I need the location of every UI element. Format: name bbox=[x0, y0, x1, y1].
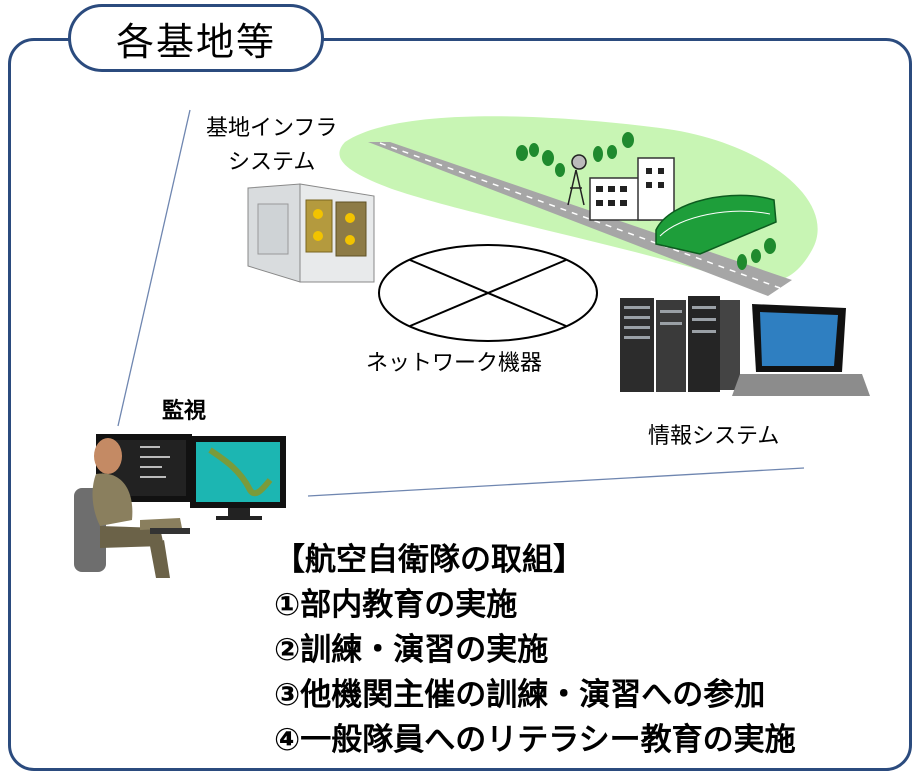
laptop-icon bbox=[732, 304, 870, 396]
network-device-icon bbox=[378, 244, 598, 342]
initiatives-heading: 【航空自衛隊の取組】 bbox=[274, 542, 584, 578]
building-icon bbox=[589, 157, 675, 221]
server-rack-icon bbox=[620, 296, 740, 392]
infrastructure-cabinet-icon bbox=[247, 183, 375, 283]
initiative-item: ①部内教育の実施 bbox=[274, 587, 518, 623]
hangar-icon bbox=[655, 194, 777, 255]
initiatives-block: 【航空自衛隊の取組】 ①部内教育の実施 ②訓練・演習の実施 ③他機関主催の訓練・… bbox=[274, 538, 796, 763]
page-title: 各基地等 bbox=[115, 19, 276, 64]
perspective-line-bottom bbox=[307, 467, 805, 497]
radar-tower-icon bbox=[567, 154, 587, 206]
tree-icons bbox=[516, 132, 776, 270]
info-system-label: 情報システム bbox=[648, 424, 780, 449]
infra-system-label: 基地インフラ システム bbox=[206, 112, 337, 180]
title-pill: 各基地等 bbox=[68, 4, 324, 72]
runway bbox=[368, 142, 792, 296]
infra-label-line2: システム bbox=[228, 150, 316, 175]
operator-icon bbox=[74, 438, 190, 578]
initiative-item: ②訓練・演習の実施 bbox=[274, 632, 549, 668]
perspective-line-left bbox=[117, 109, 191, 427]
initiative-item: ④一般隊員へのリテラシー教育の実施 bbox=[274, 722, 796, 758]
monitoring-label: 監視 bbox=[162, 399, 207, 424]
initiative-item: ③他機関主催の訓練・演習への参加 bbox=[274, 677, 766, 713]
network-device-label: ネットワーク機器 bbox=[366, 351, 543, 376]
infra-label-line1: 基地インフラ bbox=[206, 116, 338, 141]
